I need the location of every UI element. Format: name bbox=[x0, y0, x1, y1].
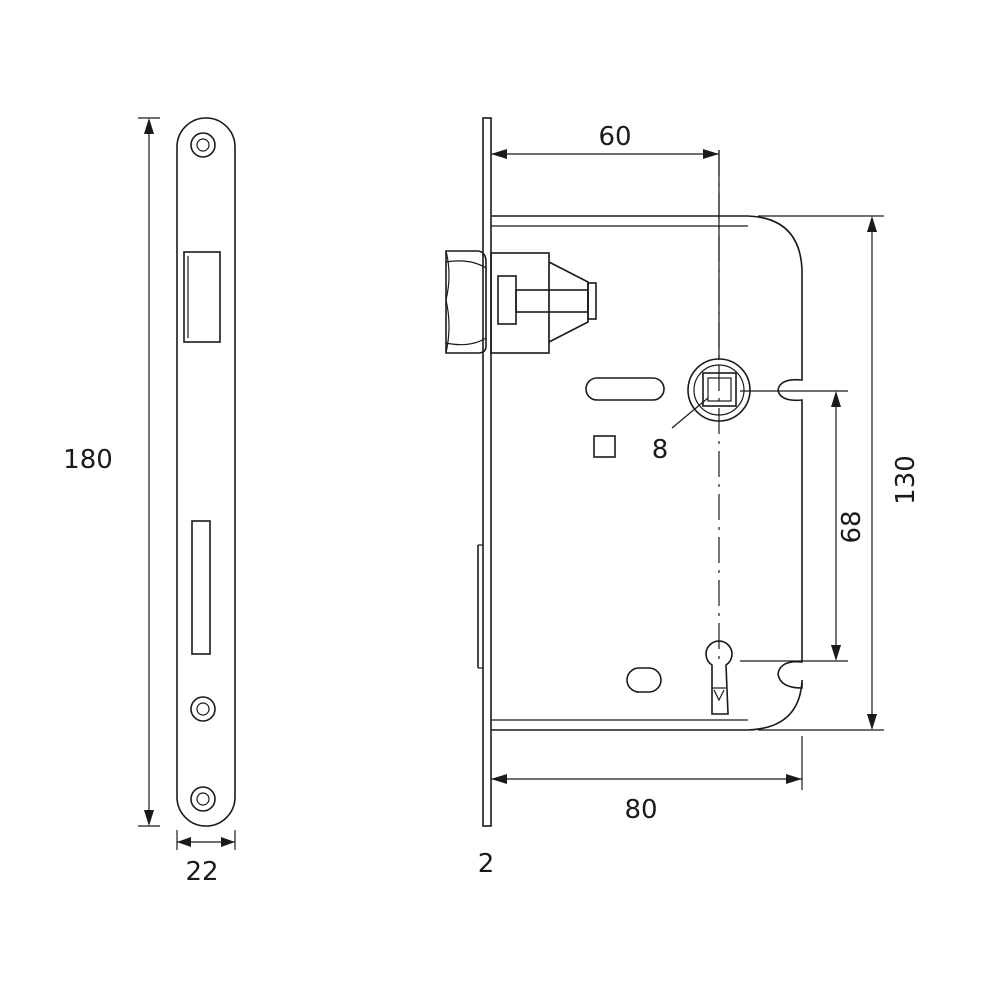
lock-body-view: 8 60 68 bbox=[445, 117, 921, 879]
faceplate-view: 180 22 bbox=[63, 117, 236, 887]
latch-opening bbox=[183, 251, 221, 343]
backset-label: 60 bbox=[598, 122, 631, 152]
case-depth-label: 80 bbox=[624, 795, 657, 825]
case-depth-dimension bbox=[491, 736, 803, 790]
keyhole bbox=[705, 640, 733, 715]
bottom-slot-hole bbox=[626, 667, 662, 693]
handle-follower bbox=[671, 358, 751, 429]
handle-square-label: 8 bbox=[652, 435, 669, 465]
faceplate-outline bbox=[176, 117, 236, 827]
backset-dimension bbox=[491, 149, 719, 159]
case-height-dimension bbox=[758, 215, 884, 731]
faceplate-screw-hole-top bbox=[190, 132, 216, 158]
centre-distance-dimension bbox=[740, 390, 848, 662]
faceplate-width-dimension bbox=[176, 830, 236, 850]
lock-case-outline bbox=[491, 215, 803, 731]
faceplate-height-label: 180 bbox=[63, 445, 113, 475]
case-height-label: 130 bbox=[891, 455, 921, 505]
front-plate bbox=[482, 117, 492, 827]
slot-hole bbox=[585, 377, 665, 401]
faceplate-screw-hole-middle bbox=[190, 696, 216, 722]
plate-thickness-label: 2 bbox=[478, 849, 495, 879]
small-square-hole bbox=[593, 435, 616, 458]
centre-distance-label: 68 bbox=[837, 510, 867, 543]
faceplate-height-dimension bbox=[138, 117, 160, 827]
faceplate-screw-hole-bottom bbox=[190, 786, 216, 812]
faceplate-width-label: 22 bbox=[185, 857, 218, 887]
bolt-opening bbox=[191, 520, 211, 655]
latch-bolt bbox=[445, 250, 597, 354]
